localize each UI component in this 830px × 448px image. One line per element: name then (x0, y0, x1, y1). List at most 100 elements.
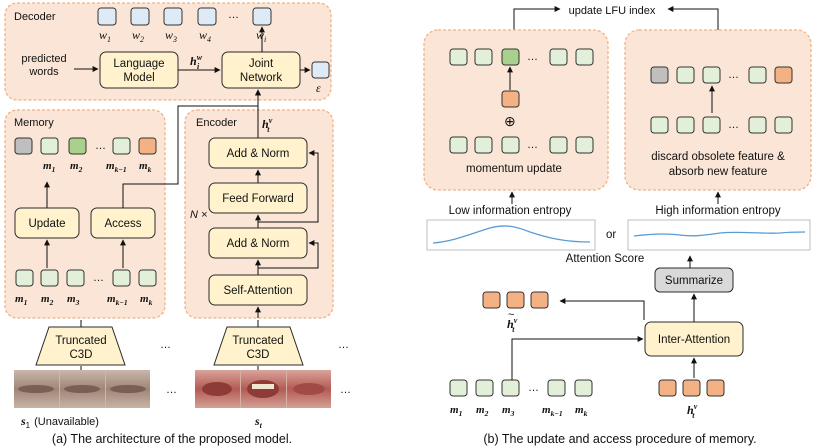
joint-network-line1: Joint (249, 58, 274, 70)
caption-a: (a) The architecture of the proposed mod… (52, 432, 292, 446)
memory-cell (112, 137, 131, 155)
h-tilde-cell (506, 291, 525, 309)
c3d-right-line1: Truncated (232, 335, 283, 347)
high-entropy-label: High information entropy (655, 205, 781, 217)
memory-cell (650, 66, 669, 84)
memory-cell (676, 116, 695, 134)
h-v-cell (706, 379, 725, 397)
memory-cell (676, 66, 695, 84)
inter-attention-box (644, 321, 744, 357)
memory-cell (574, 379, 593, 397)
self-attention-label: Self-Attention (223, 285, 292, 297)
ellipsis-images-left: … (166, 384, 177, 396)
memory-label: m1 (450, 404, 462, 418)
c3d-right: Truncated C3D (213, 326, 304, 366)
memory-label: m3 (502, 404, 515, 418)
ellipsis-right: … (338, 339, 349, 351)
attention-score-label: Attention Score (566, 253, 645, 265)
token-label: w2 (132, 28, 144, 44)
memory-cell (748, 66, 767, 84)
s1-label: s1(Unavailable) (20, 414, 99, 430)
token-cell (97, 7, 117, 26)
memory-label: mk (140, 293, 153, 307)
memory-cell (475, 379, 494, 397)
memory-panel: Memory … m1 m2 mk−1 mk Update Access … m… (4, 109, 166, 319)
memory-cell (501, 136, 520, 154)
memory-ellipsis: … (95, 140, 106, 152)
discard-absorb-panel: … … discard obsolete feature & absorb ne… (624, 29, 812, 191)
memory-label: m2 (41, 293, 54, 307)
feed-forward-label: Feed Forward (222, 193, 294, 205)
predicted-words-line1: predicted (21, 53, 66, 65)
c3d-left-line1: Truncated (55, 335, 106, 347)
access-label: Access (104, 218, 141, 230)
memory-ellipsis: … (527, 51, 538, 63)
predicted-words-line2: words (28, 66, 59, 78)
c3d-left: Truncated C3D (35, 326, 126, 366)
memory-cell (15, 269, 34, 287)
feed-forward-box (208, 182, 308, 214)
memory-ellipsis: … (93, 272, 104, 284)
token-label: w4 (199, 28, 211, 44)
token-ellipsis: … (228, 9, 239, 21)
memory-cell (549, 48, 568, 66)
token-cell (163, 7, 183, 26)
memory-label: mk−1 (106, 160, 127, 174)
update-lfu-label: update LFU index (569, 5, 656, 17)
c3d-right-line2: C3D (246, 349, 269, 361)
c3d-left-line2: C3D (69, 349, 92, 361)
token-label: wi (256, 28, 266, 44)
discard-line2: absorb new feature (669, 166, 767, 178)
memory-cell (549, 136, 568, 154)
memory-cell (40, 269, 59, 287)
momentum-update-label: momentum update (466, 163, 562, 175)
high-entropy-plot (627, 219, 811, 251)
memory-label: mk (575, 404, 588, 418)
memory-cell (575, 48, 594, 66)
h-v-cell (658, 379, 677, 397)
epsilon-token (311, 61, 330, 79)
decoder-title: Decoder (14, 11, 56, 23)
n-times-label: N × (190, 209, 207, 221)
memory-cell (14, 137, 33, 155)
momentum-update-panel: … ⊕ … momentum update (423, 29, 609, 191)
token-cell (197, 7, 217, 26)
token-cell (130, 7, 150, 26)
memory-cell (138, 269, 157, 287)
or-label: or (606, 229, 616, 241)
memory-ellipsis: … (527, 139, 538, 151)
memory-cell (66, 269, 85, 287)
memory-ellipsis: … (728, 119, 739, 131)
memory-cell (474, 48, 493, 66)
summarize-label: Summarize (665, 275, 723, 287)
self-attention-box (208, 274, 308, 306)
update-label: Update (28, 218, 65, 230)
memory-cell (138, 137, 157, 155)
memory-cell (774, 116, 793, 134)
ellipsis-left: … (160, 339, 171, 351)
summarize-box (654, 267, 734, 293)
memory-label: m2 (70, 160, 83, 174)
epsilon-label: ε (316, 81, 321, 95)
memory-ellipsis: … (728, 69, 739, 81)
memory-label: m2 (476, 404, 489, 418)
token-label: w3 (165, 28, 177, 44)
memory-cell (702, 66, 721, 84)
memory-cell (575, 136, 594, 154)
memory-label: m3 (67, 293, 80, 307)
memory-cell (547, 379, 566, 397)
h-tilde-cell (530, 291, 549, 309)
tilde-mark: ~ (508, 309, 514, 321)
language-model-line2: Model (123, 72, 154, 84)
low-entropy-label: Low information entropy (449, 205, 572, 217)
encoder-title: Encoder (196, 117, 237, 129)
update-box (14, 207, 80, 239)
memory-cell (474, 136, 493, 154)
lip-images-current (195, 370, 331, 408)
memory-title: Memory (14, 117, 54, 129)
